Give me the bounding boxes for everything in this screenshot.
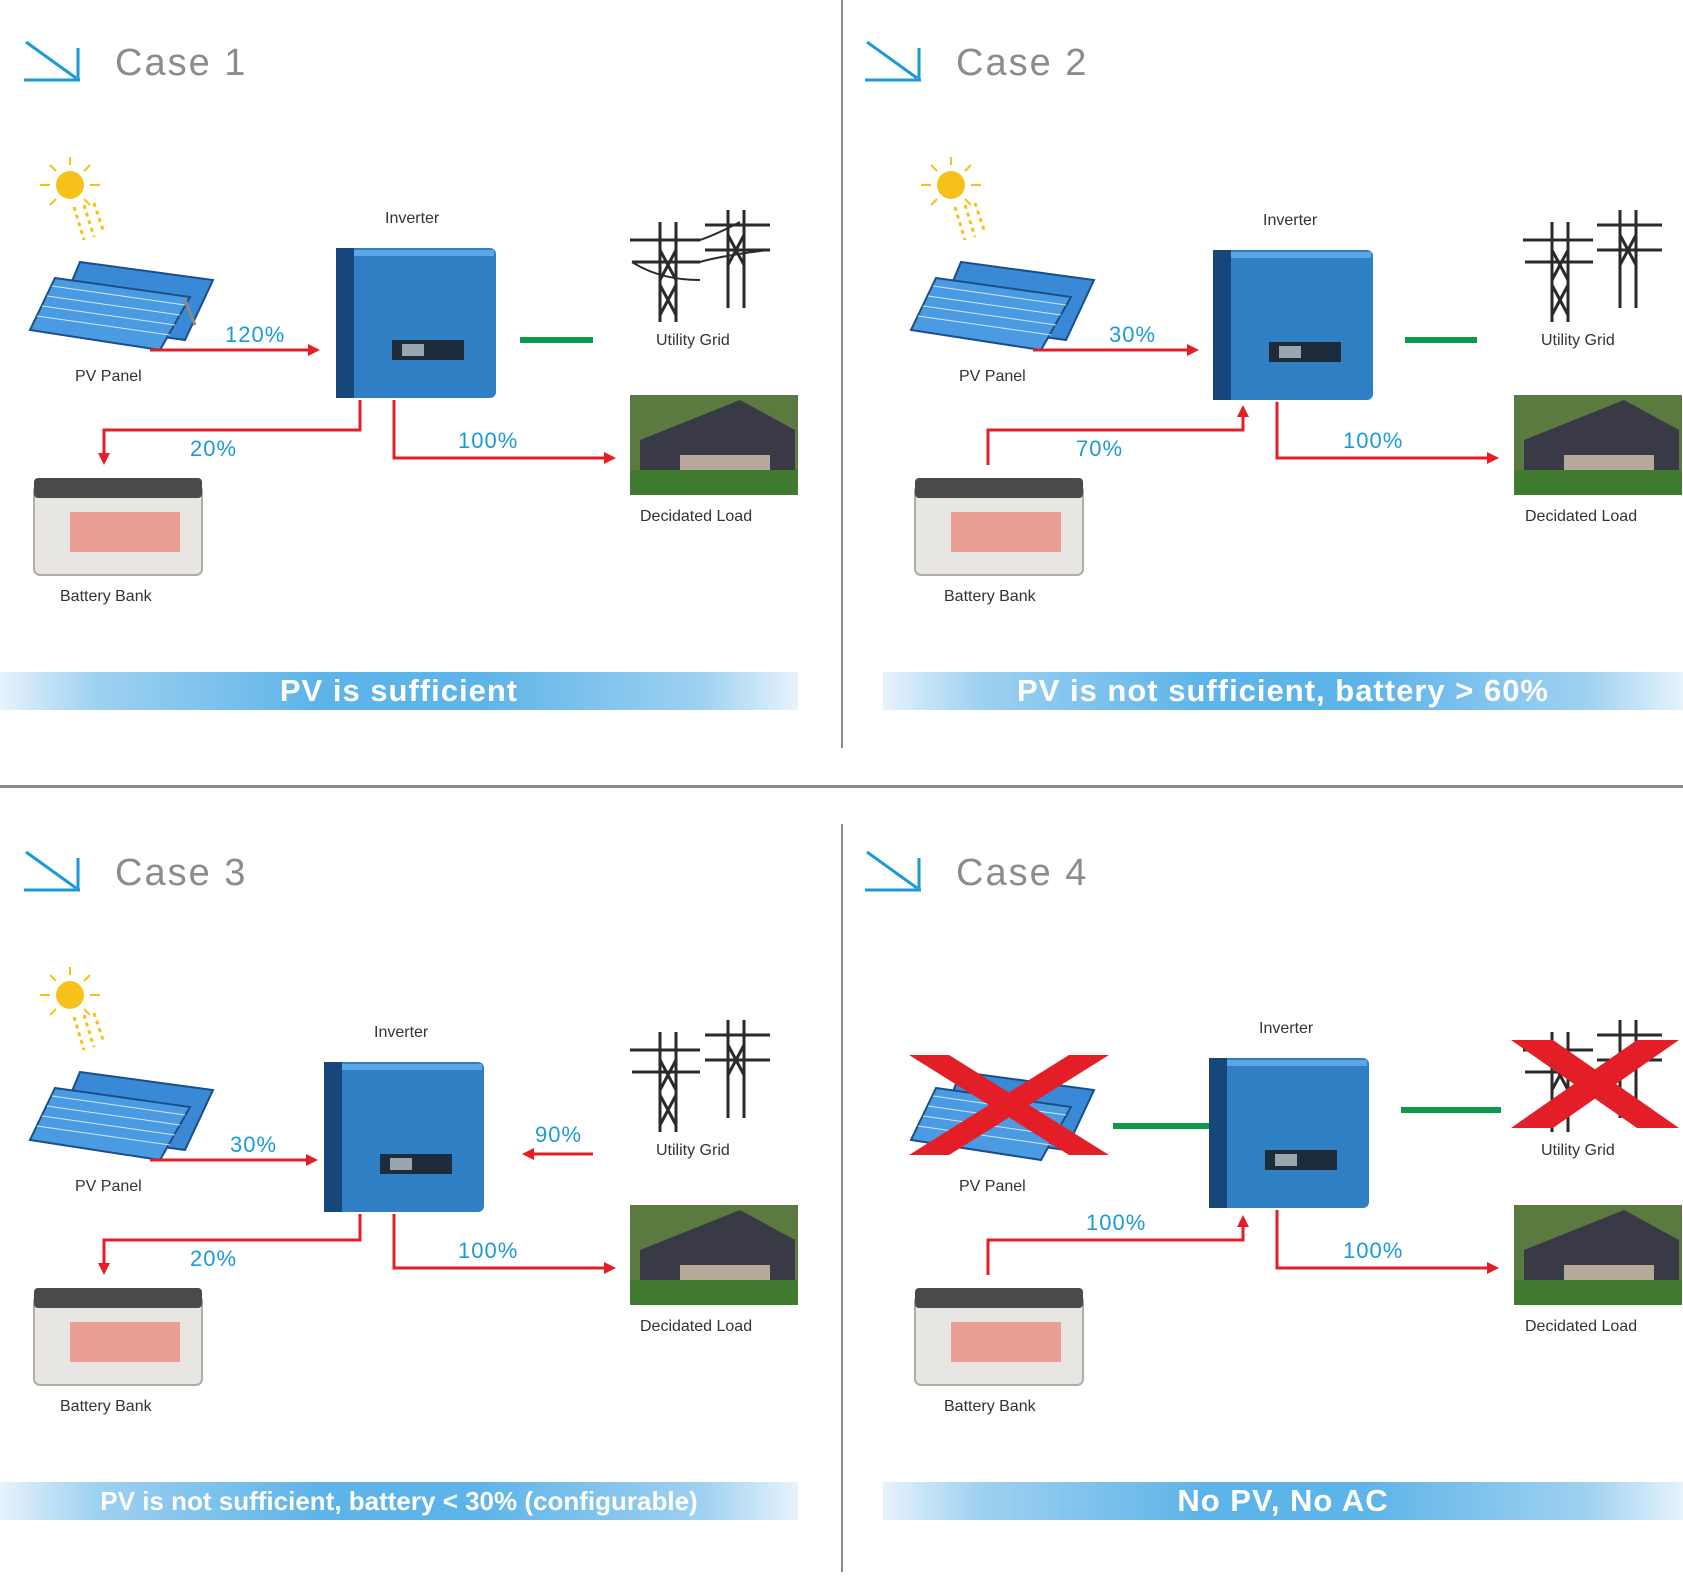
battery-percent: 100% (1086, 1210, 1147, 1235)
inverter-icon (1213, 250, 1373, 400)
battery-percent: 20% (190, 436, 238, 461)
inverter-icon (324, 1062, 484, 1212)
flow-arrows (98, 1148, 616, 1275)
diagram-graphics (909, 1020, 1682, 1386)
battery-percent: 20% (190, 1246, 238, 1271)
battery-icon (33, 478, 203, 576)
inverter-label: Inverter (385, 210, 440, 227)
house-icon (630, 395, 798, 495)
battery-bank-label: Battery Bank (944, 588, 1036, 605)
pv-percent: 30% (1109, 322, 1157, 347)
load-percent: 100% (458, 428, 519, 453)
utility-grid-label: Utility Grid (656, 1142, 730, 1159)
sun-icon (40, 157, 106, 241)
solar-panel-icon (909, 260, 1096, 352)
case-banner: PV is not sufficient, battery > 60% (883, 672, 1683, 710)
load-label: Decidated Load (1525, 1318, 1638, 1335)
inverter-icon (336, 248, 496, 398)
load-percent: 100% (458, 1238, 519, 1263)
case-banner: PV is sufficient (0, 672, 798, 710)
load-percent: 100% (1343, 428, 1404, 453)
case-banner: No PV, No AC (883, 1482, 1683, 1520)
power-tower-icon (630, 1020, 770, 1132)
arrow-icon (865, 40, 921, 82)
solar-panel-icon (28, 1070, 215, 1162)
battery-icon (33, 1288, 203, 1386)
grid-percent: 90% (535, 1122, 583, 1147)
flow-arrows (986, 1107, 1501, 1275)
case-title: Case 1 (115, 42, 248, 84)
load-label: Decidated Load (1525, 508, 1638, 525)
house-icon (1514, 395, 1682, 495)
battery-icon (914, 1288, 1084, 1386)
diagram-graphics (909, 157, 1682, 576)
case-4-panel: Case 4 (841, 810, 1683, 1596)
diagram-graphics (28, 157, 798, 576)
load-label: Decidated Load (640, 1318, 753, 1335)
power-tower-icon (1523, 210, 1662, 322)
arrow-icon (865, 850, 921, 892)
pv-panel-label: PV Panel (75, 1178, 142, 1195)
battery-bank-label: Battery Bank (60, 1398, 152, 1415)
cross-icon (909, 1055, 1109, 1155)
battery-bank-label: Battery Bank (60, 588, 152, 605)
case-2-panel: Case 2 (841, 0, 1683, 786)
utility-grid-label: Utility Grid (1541, 1142, 1615, 1159)
case-banner: PV is not sufficient, battery < 30% (con… (0, 1482, 798, 1520)
cross-icon (1511, 1040, 1679, 1128)
flow-arrows (98, 337, 616, 465)
load-percent: 100% (1343, 1238, 1404, 1263)
inverter-icon (1209, 1058, 1369, 1208)
load-label: Decidated Load (640, 508, 753, 525)
inverter-label: Inverter (374, 1024, 429, 1041)
divider-horizontal (0, 785, 1683, 788)
utility-grid-label: Utility Grid (1541, 332, 1615, 349)
pv-percent: 120% (225, 322, 286, 347)
solar-panel-icon (28, 260, 215, 352)
battery-icon (914, 478, 1084, 576)
pv-panel-label: PV Panel (959, 368, 1026, 385)
inverter-label: Inverter (1259, 1020, 1314, 1037)
battery-bank-label: Battery Bank (944, 1398, 1036, 1415)
case-title: Case 4 (956, 852, 1089, 894)
pv-percent: 30% (230, 1132, 278, 1157)
inverter-label: Inverter (1263, 212, 1318, 229)
sun-icon (40, 967, 106, 1051)
power-tower-icon (630, 210, 770, 322)
flow-arrows (986, 337, 1499, 465)
diagram-graphics (28, 967, 798, 1386)
case-1-panel: Case 1 (0, 0, 842, 786)
arrow-icon (24, 850, 80, 892)
case-title: Case 3 (115, 852, 248, 894)
divider-vertical-top (841, 0, 843, 748)
pv-panel-label: PV Panel (75, 368, 142, 385)
case-3-panel: Case 3 (0, 810, 842, 1596)
arrow-icon (24, 40, 80, 82)
divider-vertical-bottom (841, 824, 843, 1572)
case-title: Case 2 (956, 42, 1089, 84)
sun-icon (921, 157, 987, 241)
house-icon (1514, 1205, 1682, 1305)
utility-grid-label: Utility Grid (656, 332, 730, 349)
battery-percent: 70% (1076, 436, 1124, 461)
pv-panel-label: PV Panel (959, 1178, 1026, 1195)
house-icon (630, 1205, 798, 1305)
